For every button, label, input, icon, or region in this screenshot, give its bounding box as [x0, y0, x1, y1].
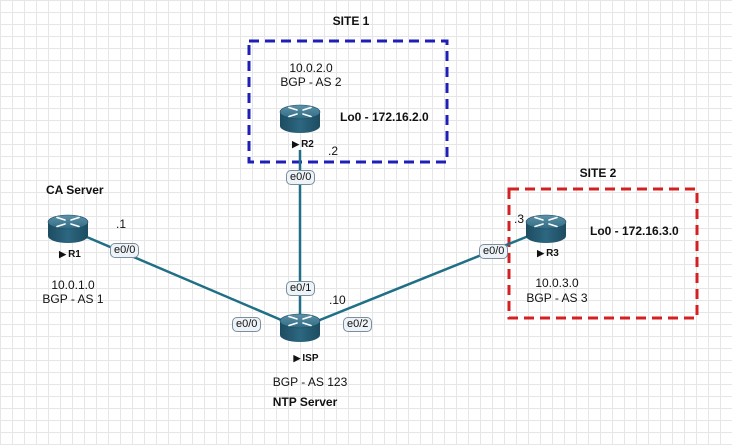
site1-boundary: [247, 39, 449, 164]
r1-role: CA Server: [46, 183, 104, 197]
r1-ip-suffix: .1: [116, 217, 127, 231]
isp-interface-e0-1[interactable]: e0/1: [286, 281, 316, 296]
r3-interface-e0-0[interactable]: e0/0: [479, 244, 509, 259]
play-icon: ▶: [59, 249, 67, 259]
r1-bgp: BGP - AS 1: [42, 292, 104, 306]
router-r2-icon[interactable]: [279, 104, 321, 134]
site2-title: SITE 2: [579, 166, 617, 180]
r3-network: 10.0.3.0: [535, 276, 579, 290]
router-r1-label[interactable]: ▶R1: [59, 248, 81, 261]
r2-loopback: Lo0 - 172.16.2.0: [340, 110, 429, 124]
r1-name: R1: [68, 249, 81, 260]
r3-ip-suffix: .3: [514, 212, 525, 226]
link-r1-isp[interactable]: [67, 227, 301, 330]
site1-title: SITE 1: [332, 14, 370, 28]
r3-loopback: Lo0 - 172.16.3.0: [590, 224, 679, 238]
play-icon: ▶: [293, 353, 301, 363]
isp-ip-suffix: .10: [329, 293, 346, 307]
play-icon: ▶: [292, 139, 300, 149]
isp-bgp: BGP - AS 123: [272, 375, 348, 389]
router-isp-label[interactable]: ▶ISP: [293, 352, 318, 365]
isp-name: ISP: [302, 353, 319, 364]
r1-network: 10.0.1.0: [51, 278, 95, 292]
isp-interface-e0-0[interactable]: e0/0: [232, 317, 262, 332]
site2-boundary: [507, 187, 699, 320]
isp-interface-e0-2[interactable]: e0/2: [343, 317, 373, 332]
r2-bgp: BGP - AS 2: [280, 75, 342, 89]
router-r3-label[interactable]: ▶R3: [537, 247, 559, 260]
r2-name: R2: [301, 139, 314, 150]
play-icon: ▶: [537, 248, 545, 258]
r2-network: 10.0.2.0: [289, 61, 333, 75]
router-r1-icon[interactable]: [47, 214, 89, 244]
r2-ip-suffix: .2: [328, 144, 339, 158]
router-r2-label[interactable]: ▶R2: [292, 138, 314, 151]
r2-interface-e0-0[interactable]: e0/0: [286, 170, 316, 185]
router-r3-icon[interactable]: [525, 214, 567, 244]
r3-bgp: BGP - AS 3: [526, 291, 588, 305]
isp-role: NTP Server: [272, 395, 338, 409]
r3-name: R3: [546, 248, 559, 259]
r1-interface-e0-0[interactable]: e0/0: [110, 243, 140, 258]
router-isp-icon[interactable]: [279, 313, 321, 343]
